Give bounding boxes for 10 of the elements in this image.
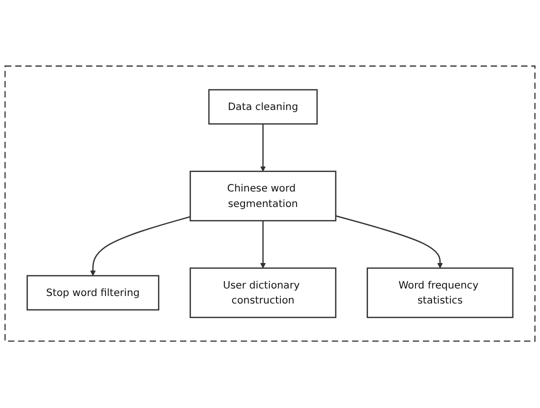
arrow xyxy=(260,124,266,172)
node-box: User dictionary construction xyxy=(190,268,336,318)
arrow xyxy=(336,216,443,269)
node-box: Data cleaning xyxy=(208,90,318,125)
node-box: Word frequency statistics xyxy=(366,268,514,318)
node-box: Stop word filtering xyxy=(26,275,160,311)
node-box: Chinese word segmentation xyxy=(190,171,336,222)
arrow xyxy=(260,221,266,269)
cluster xyxy=(4,66,536,342)
arrow xyxy=(90,216,190,276)
